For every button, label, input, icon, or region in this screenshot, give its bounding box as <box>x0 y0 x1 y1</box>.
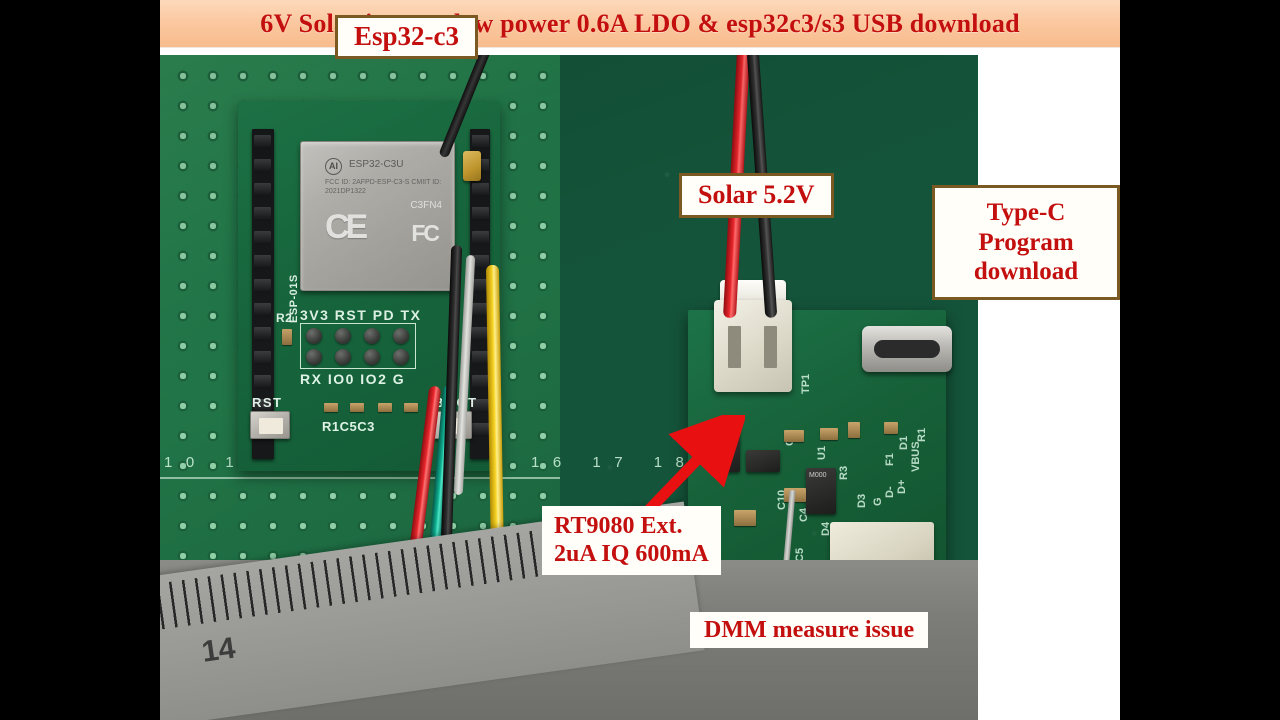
reset-button[interactable] <box>250 411 290 439</box>
silk-r3: R3 <box>838 465 850 480</box>
fcc-mark-icon: FC <box>411 220 440 246</box>
ipex-antenna-connector <box>463 151 481 181</box>
ruler-number: 14 <box>199 631 238 669</box>
usb-type-c-port[interactable] <box>862 326 952 372</box>
silk-u1: U1 <box>816 445 828 460</box>
ldo-ic-u1 <box>746 450 780 472</box>
silk-header-top: 3V3 RST PD TX <box>300 307 422 323</box>
ce-mark-icon: CE <box>325 208 368 246</box>
silk-dminus: D- <box>884 486 896 498</box>
module-fcc-id: FCC ID: 2AFPD-ESP-C3-S CMIIT ID: 2021DP1… <box>325 179 442 195</box>
silk-tp1: TP1 <box>800 373 812 394</box>
smd-diode-d3: M000 <box>806 468 836 514</box>
silk-d1: D1 <box>898 435 910 450</box>
esp32-shield-can: AI ESP32-C3U FCC ID: 2AFPD-ESP-C3-S CMII… <box>300 141 455 291</box>
silk-dplus: D+ <box>896 479 908 494</box>
silk-board-name: ESP-01S <box>288 274 300 323</box>
module-part-number: ESP32-C3U <box>349 159 404 170</box>
title-banner: 6V Solar input + low power 0.6A LDO & es… <box>160 0 1120 48</box>
silk-gnd: G <box>872 497 884 506</box>
silk-reset-label: RST <box>252 395 283 410</box>
callout-rt9080-ldo: RT9080 Ext. 2uA IQ 600mA <box>542 506 721 575</box>
solar-jst-socket <box>714 300 792 392</box>
solder-pad-group <box>300 323 416 369</box>
esp32-c3-board: AI ESP32-C3U FCC ID: 2AFPD-ESP-C3-S CMII… <box>238 101 500 471</box>
callout-type-c-program-download: Type-C Program download <box>932 185 1120 300</box>
video-content-area: 6V Solar input + low power 0.6A LDO & es… <box>160 0 1120 720</box>
silk-f1: F1 <box>884 453 896 466</box>
silk-r2: R2 <box>276 311 293 325</box>
callout-dmm-measure-issue: DMM measure issue <box>690 612 929 649</box>
pin-header-left <box>252 129 274 459</box>
silk-d3: D3 <box>856 493 868 508</box>
silk-refdes-row: R1C5C3 <box>322 419 375 434</box>
perfboard-edge-line <box>160 477 560 479</box>
hardware-photo: 10 11 12 13 14 15 16 17 18 19 20 21 22 <box>160 55 978 720</box>
silk-r1: R1 <box>916 427 928 442</box>
module-variant-code: C3FN4 <box>410 200 442 211</box>
silk-vbus: VBUS <box>910 441 922 472</box>
smd-diode-ss24: SS24 <box>716 426 740 472</box>
callout-esp32-c3: Esp32-c3 <box>335 15 479 59</box>
ldo-usb-board: TP1 U1 C3 C4 C10 R3 D3 F1 D1 R1 VBUS D+ … <box>688 280 952 621</box>
vendor-logo-icon: AI <box>325 158 342 175</box>
silk-header-bottom: RX IO0 IO2 G <box>300 371 406 387</box>
callout-solar-voltage: Solar 5.2V <box>679 173 834 218</box>
